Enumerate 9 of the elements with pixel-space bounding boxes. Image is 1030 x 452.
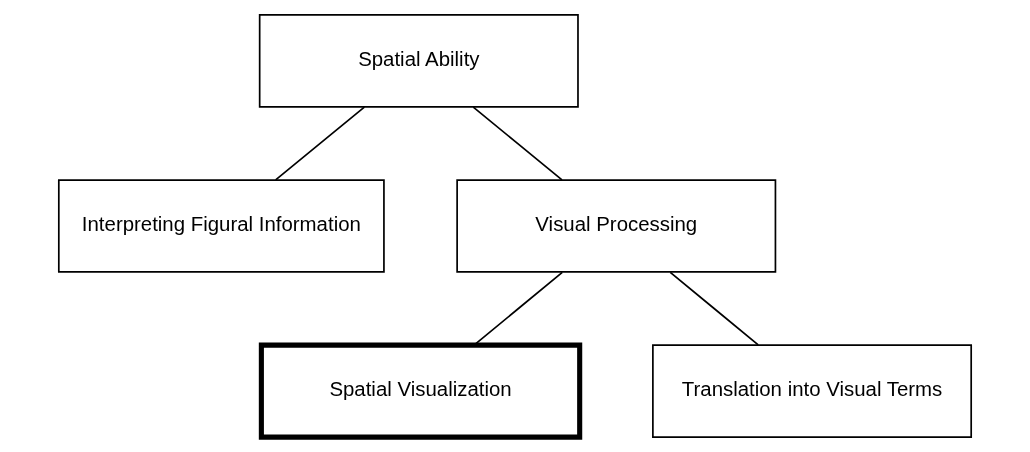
- node-box: Visual Processing: [456, 179, 777, 273]
- connector: [473, 271, 564, 346]
- connector: [472, 106, 563, 181]
- connector: [669, 271, 760, 346]
- connector: [274, 106, 366, 181]
- node-box: Spatial Visualization: [258, 342, 583, 440]
- node-box: Interpreting Figural Information: [57, 179, 385, 273]
- node-box: Spatial Ability: [258, 14, 579, 108]
- node-box: Translation into Visual Terms: [652, 344, 973, 438]
